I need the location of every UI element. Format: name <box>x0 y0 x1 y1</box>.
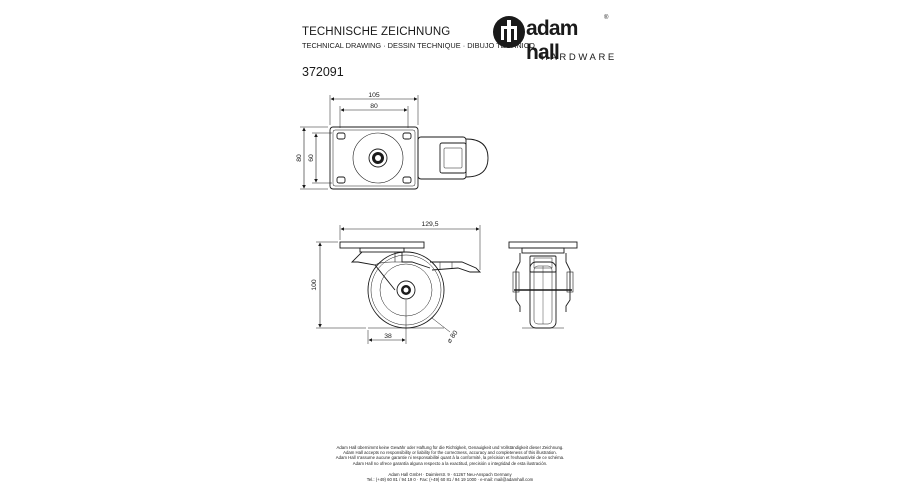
logo-wordmark: adam hall <box>526 17 578 64</box>
footer-disclaimer: Adam Hall übernimmt keine Gewähr oder Ha… <box>300 445 600 482</box>
top-view <box>300 95 489 190</box>
logo-registered-mark: ® <box>604 15 609 21</box>
dim-side-height: 100 <box>311 279 318 291</box>
dim-side-offset: 38 <box>384 333 392 340</box>
disclaimer-fr: Adam Hall n'assume aucune garantie ni re… <box>335 455 565 461</box>
drawing-subtitle: TECHNICAL DRAWING · DESSIN TECHNIQUE · D… <box>302 41 535 50</box>
disclaimer-en: Adam Hall accepts no responsibility or l… <box>343 450 557 456</box>
dim-side-length: 129,5 <box>421 221 438 228</box>
logo-mark-icon <box>493 16 525 48</box>
dim-top-height-outer: 80 <box>296 154 303 162</box>
drawing-title: TECHNISCHE ZEICHNUNG <box>302 26 451 38</box>
dim-top-height-inner: 60 <box>308 154 315 162</box>
disclaimer-de: Adam Hall übernimmt keine Gewähr oder Ha… <box>336 445 564 450</box>
front-view <box>508 241 578 329</box>
part-number: 372091 <box>302 65 344 79</box>
side-view <box>316 225 482 344</box>
adam-hall-logo: adam hall ® HARDWARE <box>492 12 614 64</box>
dim-top-width-outer: 105 <box>368 92 380 99</box>
logo-division: HARDWARE <box>541 52 617 63</box>
company-address: Adam Hall GmbH · Daimlerstr. 9 · 61267 N… <box>388 471 512 477</box>
dim-top-width-inner: 80 <box>370 103 378 110</box>
company-contact: Tel.: (+49) 60 81 / 94 19 0 · Fax: (+49)… <box>366 477 534 483</box>
dim-wheel-diameter: ⌀ 80 <box>446 329 460 344</box>
disclaimer-es: Adam Hall no ofrece garantía alguna resp… <box>352 460 548 466</box>
